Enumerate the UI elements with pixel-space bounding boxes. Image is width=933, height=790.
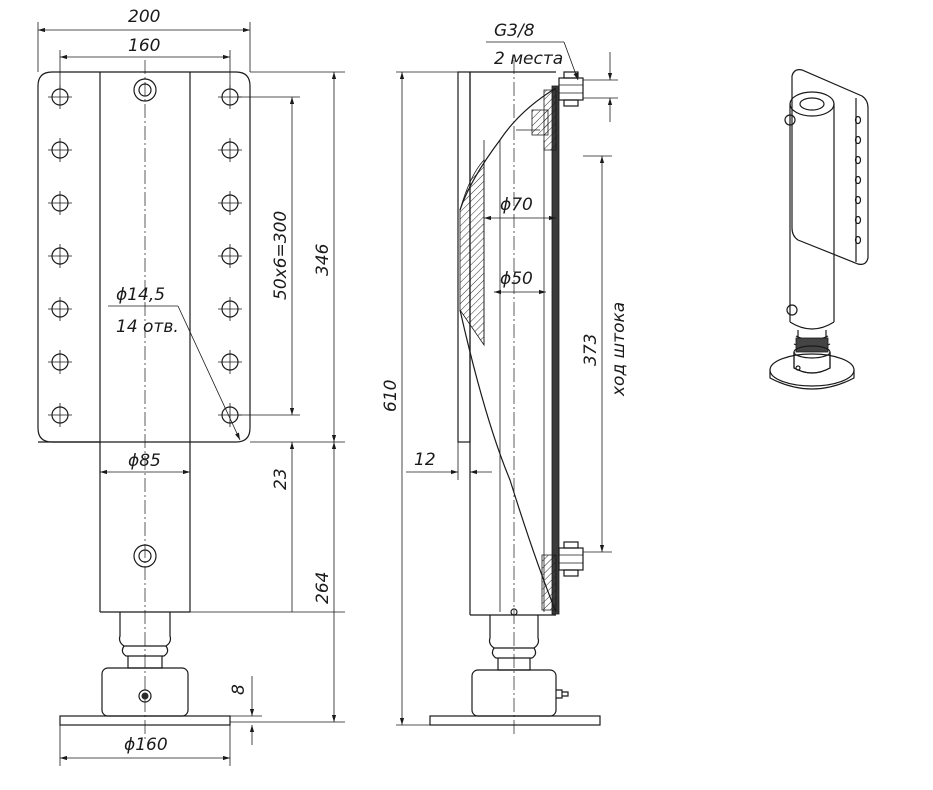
side-view: G3/8 2 места ϕ70 ϕ50 610 373 ход штока 1… xyxy=(381,21,629,735)
thread-label: G3/8 xyxy=(494,21,535,41)
dim-346: 346 xyxy=(313,243,333,276)
iso-cylinder-top xyxy=(789,91,835,117)
dim-373: 373 xyxy=(581,334,601,366)
dim-phi160: ϕ160 xyxy=(124,735,168,755)
hole-diameter-label: ϕ14,5 xyxy=(116,285,165,305)
foot-plate xyxy=(59,715,231,726)
section-break xyxy=(459,87,557,613)
hole-count-label: 14 отв. xyxy=(116,317,179,337)
dim-610: 610 xyxy=(381,380,401,412)
dim-12: 12 xyxy=(414,450,436,470)
isometric-view xyxy=(769,69,869,390)
dim-8: 8 xyxy=(229,684,249,695)
iso-foot-plate xyxy=(769,353,855,387)
thread-qty-label: 2 места xyxy=(494,49,563,69)
dim-160-top: 160 xyxy=(128,36,160,56)
front-view: 200 160 50х6=300 346 ϕ14,5 14 отв. ϕ85 2… xyxy=(37,7,345,766)
iso-plate xyxy=(791,69,869,265)
side-foot-plate xyxy=(429,715,601,726)
fitting-top xyxy=(558,71,584,107)
piston-rod xyxy=(118,612,172,647)
dim-phi70: ϕ70 xyxy=(500,195,533,215)
dim-phi50: ϕ50 xyxy=(500,269,533,289)
external-pipe xyxy=(551,85,560,615)
mounting-plate xyxy=(37,71,251,443)
dim-phi85: ϕ85 xyxy=(128,451,161,471)
dim-23: 23 xyxy=(271,468,291,490)
dim-50x6: 50х6=300 xyxy=(271,211,291,300)
mounting-holes xyxy=(48,85,242,427)
iso-holes xyxy=(854,115,862,245)
stroke-label: ход штока xyxy=(609,302,629,397)
dim-264: 264 xyxy=(313,572,333,604)
fitting-bottom xyxy=(558,541,584,577)
dim-200: 200 xyxy=(128,7,160,27)
